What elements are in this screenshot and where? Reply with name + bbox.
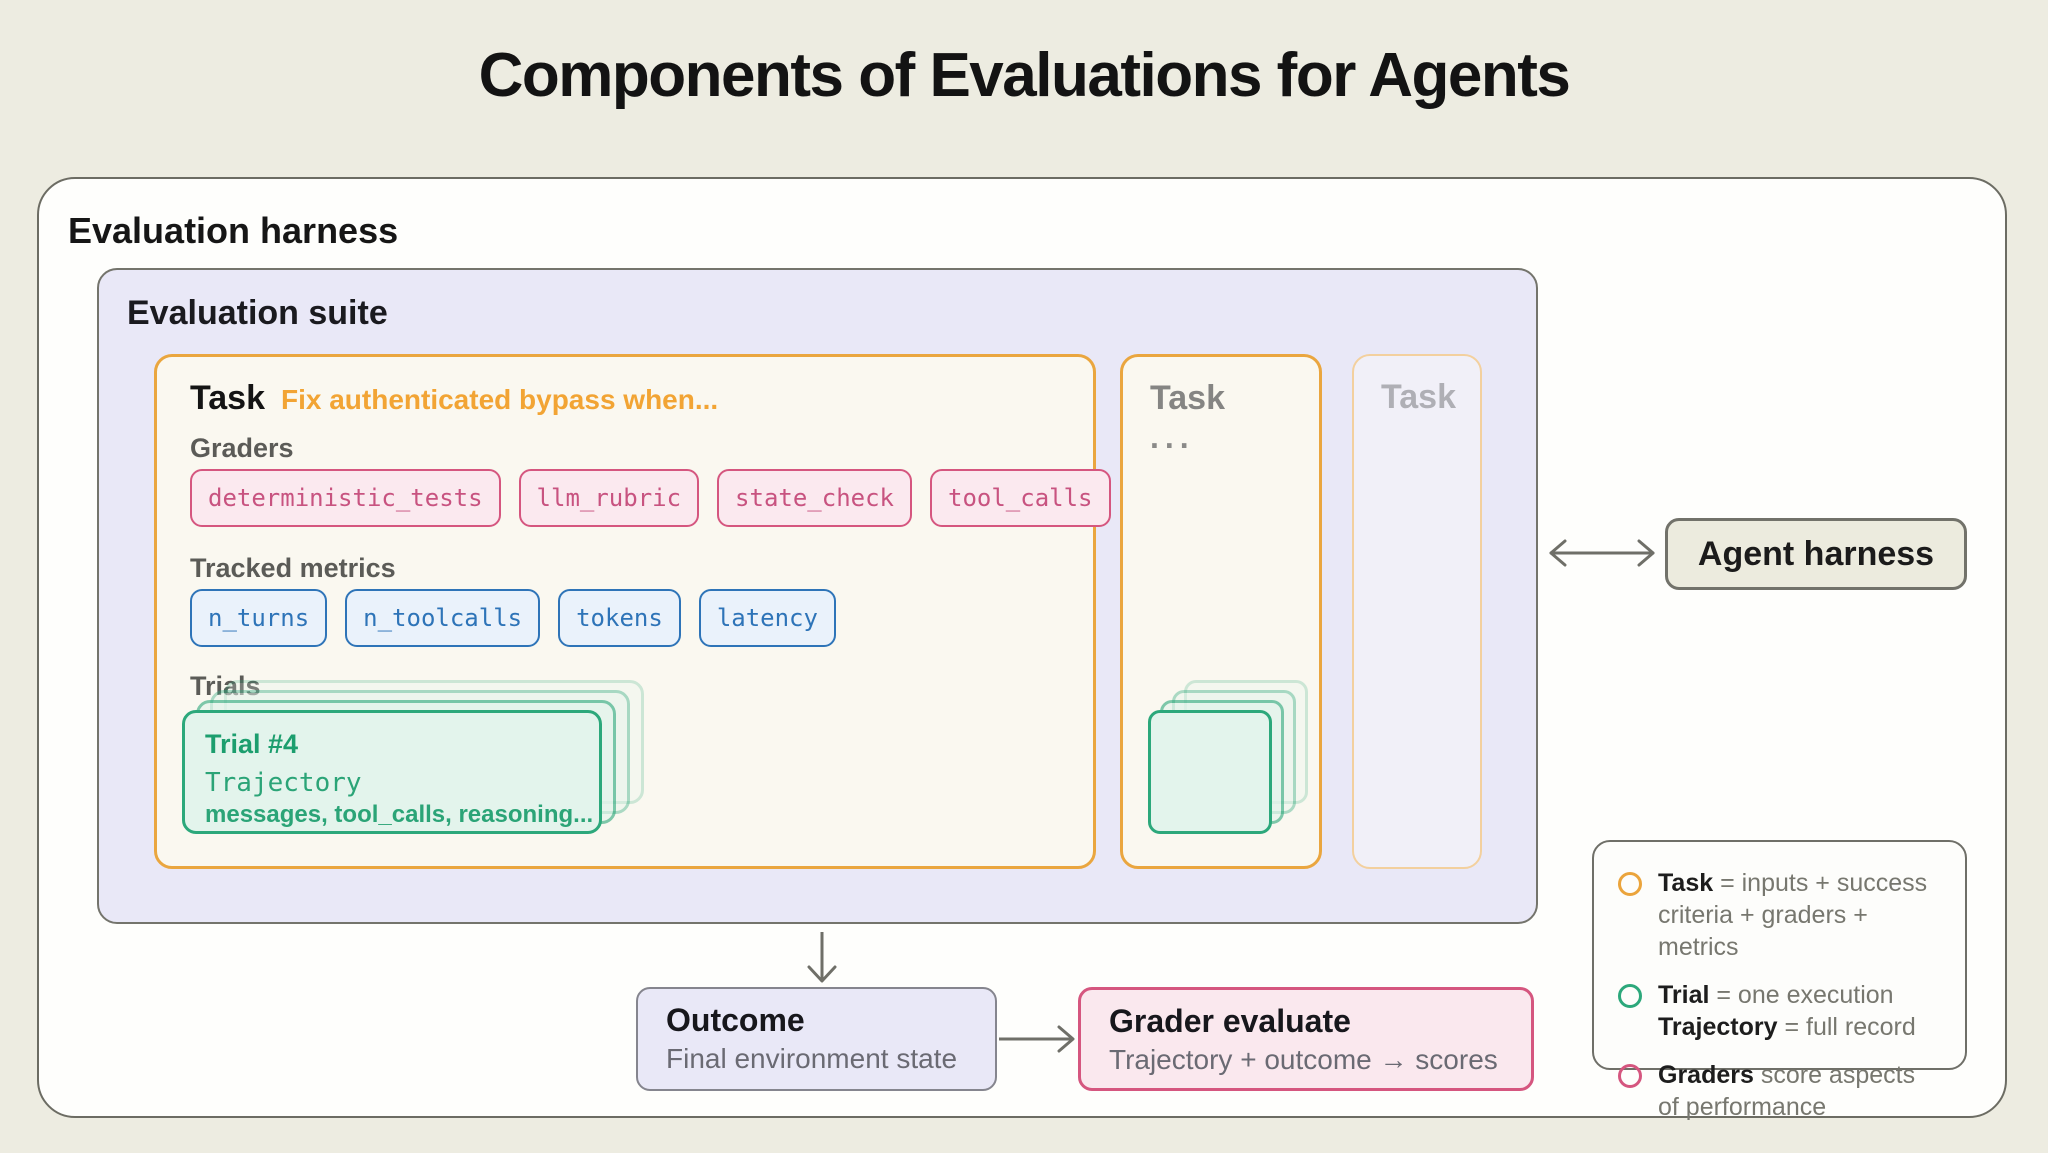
- trial-square-stack: [1148, 680, 1308, 834]
- task-ellipsis: ...: [1150, 419, 1195, 455]
- outcome-title: Outcome: [666, 1002, 805, 1038]
- graders-label: Graders: [190, 433, 294, 463]
- right-arrow: [999, 1021, 1079, 1057]
- outcome-subtitle: Final environment state: [666, 1043, 958, 1074]
- grader-evaluate-box: Grader evaluate Trajectory + outcome → s…: [1078, 987, 1534, 1091]
- agent-harness-box: Agent harness: [1665, 518, 1967, 590]
- evaluation-suite-container: Evaluation suite Task Fix authenticated …: [97, 268, 1538, 924]
- trajectory-details: messages, tool_calls, reasoning...: [205, 801, 594, 828]
- outcome-box: Outcome Final environment state: [636, 987, 997, 1091]
- grader-chip: deterministic_tests: [190, 469, 501, 527]
- trajectory-label: Trajectory: [205, 768, 362, 798]
- task-title: Task: [1150, 379, 1225, 417]
- tracked-metrics-label: Tracked metrics: [190, 553, 396, 583]
- bidirectional-arrow: [1543, 531, 1661, 575]
- trial-square: [1148, 710, 1272, 834]
- evaluation-suite-label: Evaluation suite: [127, 294, 388, 332]
- metric-chip: n_toolcalls: [345, 589, 541, 647]
- evaluation-harness-label: Evaluation harness: [68, 210, 399, 251]
- agent-harness-label: Agent harness: [1697, 534, 1935, 573]
- task-card-3: Task: [1352, 354, 1482, 869]
- grader-evaluate-subtitle: Trajectory + outcome → scores: [1109, 1044, 1498, 1075]
- trial-title: Trial #4: [205, 729, 299, 759]
- metric-chip: tokens: [558, 589, 681, 647]
- grader-chip: llm_rubric: [518, 469, 700, 527]
- task-title: Task: [1381, 378, 1456, 416]
- task-title: Task: [190, 379, 265, 417]
- grader-chip-row: deterministic_tests llm_rubric state_check…: [190, 469, 1111, 527]
- graders-circle-icon: [1618, 1064, 1642, 1088]
- grader-evaluate-title: Grader evaluate: [1109, 1003, 1351, 1039]
- task-header: Task Fix authenticated bypass when...: [190, 379, 718, 418]
- down-arrow: [800, 932, 844, 986]
- grader-chip: tool_calls: [930, 469, 1111, 527]
- trial-card-stack: Trial #4 Trajectory messages, tool_calls…: [182, 680, 644, 834]
- task-subtitle: Fix authenticated bypass when...: [280, 384, 719, 415]
- task-card-main: Task Fix authenticated bypass when... Gr…: [154, 354, 1111, 869]
- task-circle-icon: [1618, 872, 1642, 896]
- metric-chip: latency: [698, 589, 836, 647]
- trial-card: Trial #4 Trajectory messages, tool_calls…: [182, 710, 602, 834]
- metric-chip: n_turns: [190, 589, 328, 647]
- grader-chip: state_check: [717, 469, 912, 527]
- task-card-2: Task ...: [1120, 354, 1322, 869]
- trial-circle-icon: [1618, 984, 1642, 1008]
- page-title: Components of Evaluations for Agents: [478, 41, 1571, 110]
- metric-chip-row: n_turns n_toolcalls tokens latency: [190, 589, 836, 647]
